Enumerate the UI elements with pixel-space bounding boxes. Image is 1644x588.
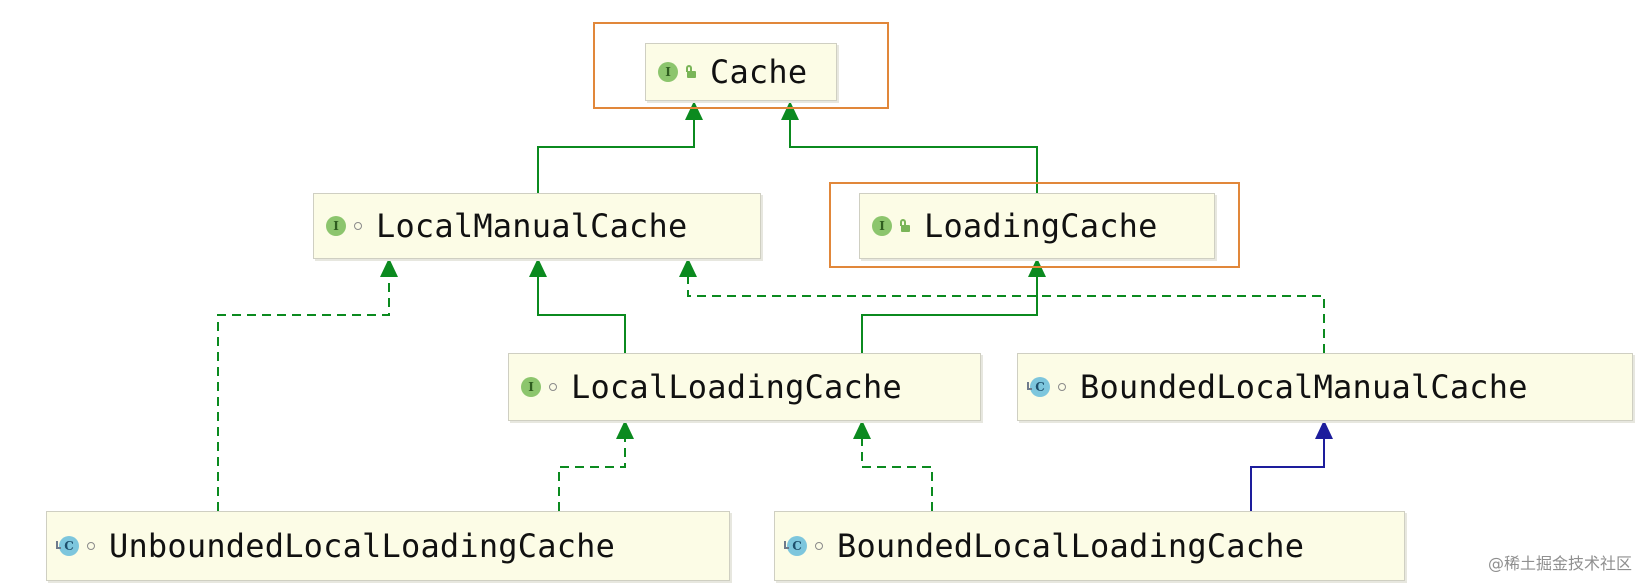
watermark: @稀土掘金技术社区 xyxy=(1487,554,1632,573)
arrowhead-bounded-local-manual-cache-to-local-manual-cache xyxy=(679,258,697,277)
arrowhead-unbounded-local-loading-cache-to-local-loading-cache xyxy=(616,420,634,439)
edge-local-manual-cache-to-cache xyxy=(537,120,695,193)
node-bounded-local-manual-cache[interactable]: C BoundedLocalManualCache xyxy=(1017,353,1633,421)
class-icon: C xyxy=(56,536,79,556)
arrowhead-local-manual-cache-to-cache xyxy=(685,101,703,120)
edge-layer xyxy=(217,101,1333,511)
arrowhead-bounded-local-loading-cache-to-bounded-local-manual-cache xyxy=(1315,420,1333,439)
node-label-bounded-local-loading-cache: BoundedLocalLoadingCache xyxy=(837,527,1305,565)
package-private-icon xyxy=(354,222,362,230)
package-private-icon xyxy=(1058,383,1066,391)
node-label-local-loading-cache: LocalLoadingCache xyxy=(571,368,902,406)
edge-unbounded-local-loading-cache-to-local-loading-cache xyxy=(558,439,626,511)
package-private-icon xyxy=(549,383,557,391)
edge-bounded-local-loading-cache-to-bounded-local-manual-cache xyxy=(1250,439,1325,511)
edge-bounded-local-manual-cache-to-local-manual-cache xyxy=(687,277,1325,353)
arrowhead-bounded-local-loading-cache-to-local-loading-cache xyxy=(853,420,871,439)
arrowhead-local-loading-cache-to-local-manual-cache xyxy=(529,258,547,277)
class-icon: C xyxy=(784,536,807,556)
edge-local-loading-cache-to-loading-cache xyxy=(861,277,1038,353)
node-local-loading-cache[interactable]: I LocalLoadingCache xyxy=(508,353,981,421)
edge-bounded-local-loading-cache-to-local-loading-cache xyxy=(861,439,933,511)
node-label-loading-cache: LoadingCache xyxy=(924,207,1158,245)
class-icon: C xyxy=(1027,377,1050,397)
interface-icon: I xyxy=(521,377,541,397)
node-unbounded-local-loading-cache[interactable]: C UnboundedLocalLoadingCache xyxy=(46,511,730,581)
interface-icon: I xyxy=(326,216,346,236)
lock-icon xyxy=(686,65,696,79)
node-label-local-manual-cache: LocalManualCache xyxy=(376,207,688,245)
edge-unbounded-local-loading-cache-to-local-manual-cache xyxy=(217,277,390,511)
arrowhead-unbounded-local-loading-cache-to-local-manual-cache xyxy=(380,258,398,277)
node-label-bounded-local-manual-cache: BoundedLocalManualCache xyxy=(1080,368,1528,406)
node-cache[interactable]: I Cache xyxy=(645,43,837,101)
package-private-icon xyxy=(815,542,823,550)
lock-icon xyxy=(900,219,910,233)
interface-icon: I xyxy=(872,216,892,236)
edge-local-loading-cache-to-local-manual-cache xyxy=(537,277,626,353)
loading-cache-highlight-frame xyxy=(829,182,1240,268)
cache-highlight-frame xyxy=(593,22,889,109)
node-loading-cache[interactable]: I LoadingCache xyxy=(859,193,1215,259)
interface-icon: I xyxy=(658,62,678,82)
node-label-cache: Cache xyxy=(710,53,808,91)
node-local-manual-cache[interactable]: I LocalManualCache xyxy=(313,193,761,259)
node-label-unbounded-local-loading-cache: UnboundedLocalLoadingCache xyxy=(109,527,616,565)
edge-loading-cache-to-cache xyxy=(789,120,1038,193)
arrowhead-loading-cache-to-cache xyxy=(781,101,799,120)
package-private-icon xyxy=(87,542,95,550)
node-bounded-local-loading-cache[interactable]: C BoundedLocalLoadingCache xyxy=(774,511,1405,581)
